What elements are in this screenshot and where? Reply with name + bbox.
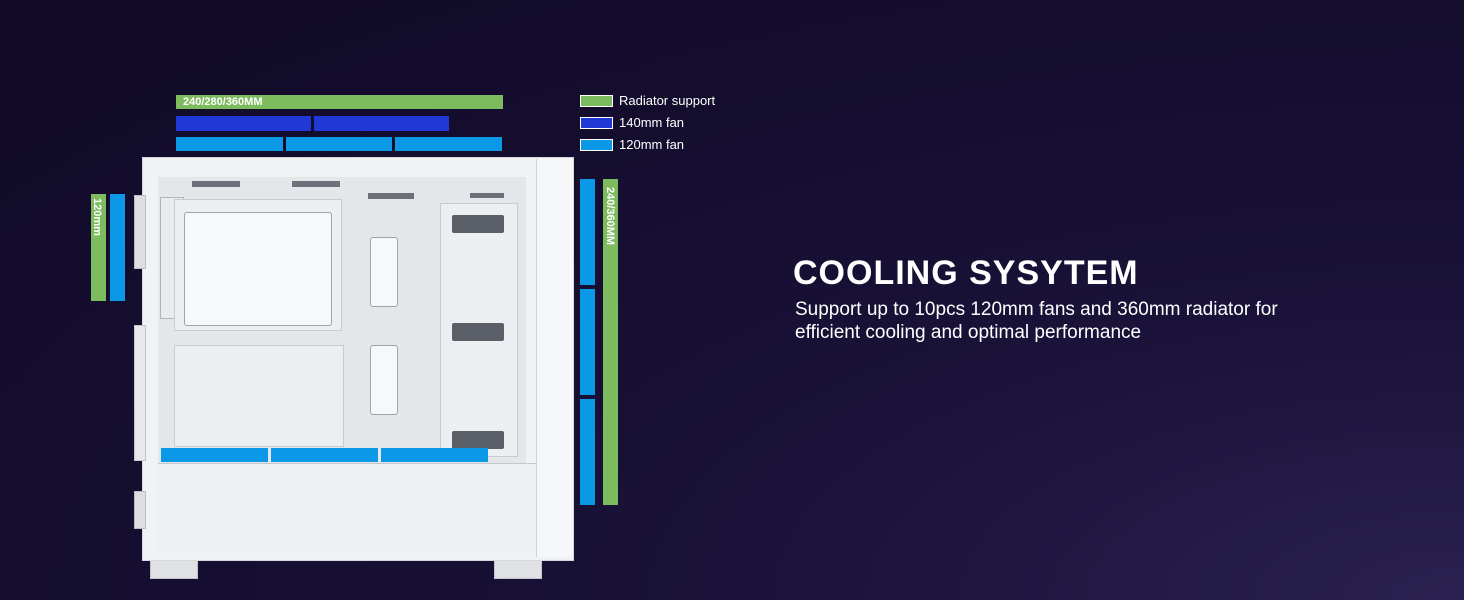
case-hinge-top [134, 195, 146, 269]
top-vent-4 [470, 193, 504, 198]
rear-120mm-fan [110, 194, 125, 301]
rear-fan-label: 120mm [91, 198, 103, 236]
pc-case-illustration [134, 157, 574, 579]
legend-label-120mm: 120mm fan [619, 137, 685, 152]
case-hinge-mid [134, 325, 146, 461]
drive-slot-3 [452, 431, 504, 449]
legend-swatch-140mm [580, 117, 613, 129]
top-radiator-bar: 240/280/360MM [176, 95, 503, 109]
case-hinge-bottom [134, 491, 146, 529]
cpu-cutout [184, 212, 332, 326]
rear-radiator-bar: 120mm [91, 194, 106, 301]
legend-item-140mm: 140mm fan [580, 116, 684, 130]
drive-slot-1 [452, 215, 504, 233]
psu-shroud [158, 463, 536, 554]
feature-description-line2: efficient cooling and optimal performanc… [795, 322, 1142, 343]
bottom-120mm-fan-1 [161, 448, 268, 462]
cable-cutout-1 [370, 237, 398, 307]
legend: Radiator support 140mm fan 120mm fan [580, 94, 750, 156]
top-120mm-fan-2 [286, 137, 392, 151]
front-radiator-label: 240/360MM [604, 187, 616, 246]
front-120mm-fan-2 [580, 289, 595, 395]
front-radiator-bar: 240/360MM [603, 179, 618, 505]
front-bezel [536, 159, 573, 557]
top-120mm-fan-3 [395, 137, 502, 151]
legend-item-120mm: 120mm fan [580, 138, 684, 152]
bottom-120mm-fan-3 [381, 448, 488, 462]
legend-label-140mm: 140mm fan [619, 115, 685, 130]
cable-cutout-2 [370, 345, 398, 415]
legend-label-radiator: Radiator support [619, 93, 716, 108]
feature-description-line1: Support up to 10pcs 120mm fans and 360mm… [795, 299, 1278, 320]
top-vent-3 [368, 193, 414, 199]
lower-tray [174, 345, 344, 447]
front-120mm-fan-1 [580, 179, 595, 285]
feature-title: COOLING SYSYTEM [793, 254, 1139, 292]
legend-item-radiator: Radiator support [580, 94, 715, 108]
top-vent-2 [292, 181, 340, 187]
legend-swatch-radiator [580, 95, 613, 107]
bottom-120mm-fan-2 [271, 448, 378, 462]
top-120mm-fan-1 [176, 137, 283, 151]
legend-swatch-120mm [580, 139, 613, 151]
top-140mm-fan-2 [314, 116, 449, 131]
top-radiator-label: 240/280/360MM [183, 96, 263, 108]
drive-slot-2 [452, 323, 504, 341]
top-vent-1 [192, 181, 240, 187]
top-140mm-fan-1 [176, 116, 311, 131]
front-120mm-fan-3 [580, 399, 595, 505]
